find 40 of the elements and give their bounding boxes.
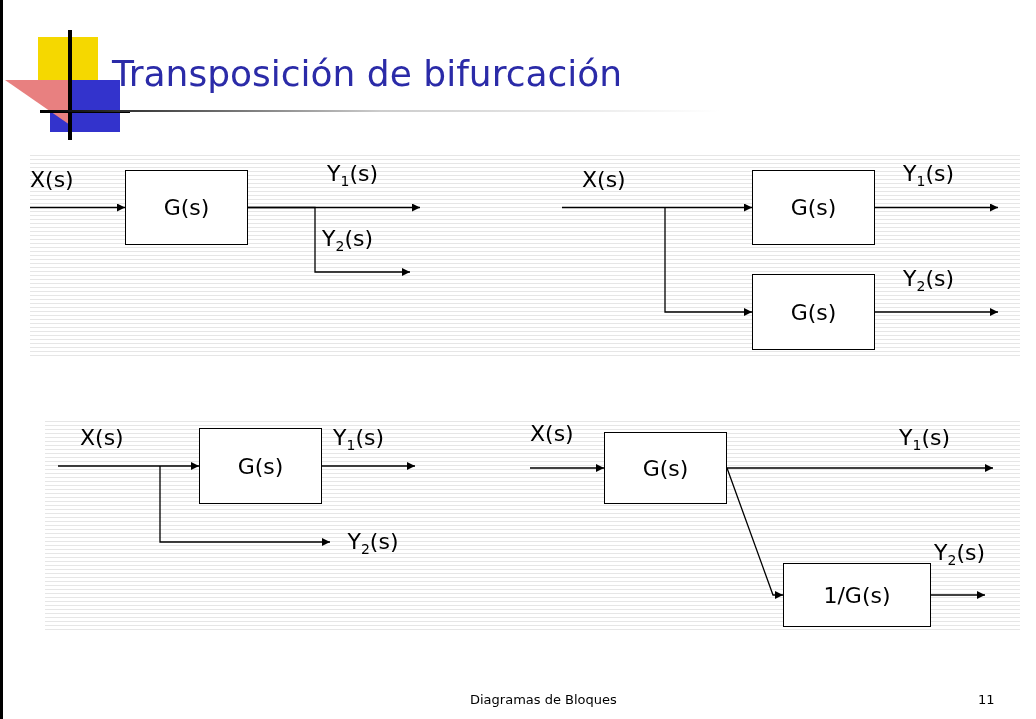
edge-label: Y$_{1}$(s) [333, 425, 384, 455]
edge-label: X(s) [30, 167, 74, 194]
edge-label: Y$_{1}$(s) [899, 425, 950, 455]
arrow [247, 206, 411, 276]
arrow [726, 467, 784, 599]
edge-label: Y$_{1}$(s) [327, 161, 378, 191]
edge-label: Y$_{2}$(s) [934, 540, 985, 570]
block-label: G(s) [790, 299, 837, 325]
page-number: 11 [978, 692, 995, 708]
block-label: G(s) [163, 195, 210, 220]
arrow [930, 591, 986, 599]
arrow [874, 308, 999, 316]
footer-text: Diagramas de Bloques [470, 692, 617, 708]
edge-label: Y$_{2}$(s) [903, 266, 954, 296]
block-label: G(s) [237, 453, 284, 479]
signal-label: Y$_{2}$(s) [330, 524, 416, 560]
arrow [159, 465, 331, 546]
arrow [529, 464, 605, 472]
block-box [125, 170, 248, 245]
slide-title: Transposición de bifurcación [112, 52, 623, 96]
arrow [321, 462, 416, 470]
block-box [752, 274, 875, 350]
arrow [874, 203, 999, 212]
block-box [199, 428, 322, 504]
arrow [57, 462, 200, 470]
edge-label: Y$_{2}$(s) [322, 226, 373, 256]
edge-label: X(s) [582, 167, 626, 194]
arrow [664, 207, 753, 316]
edge-label: X(s) [80, 425, 124, 452]
block-label: 1/G(s) [823, 582, 891, 608]
arrow [726, 464, 994, 472]
block-box [752, 170, 875, 245]
arrow [29, 203, 126, 212]
edge-label: X(s) [530, 421, 574, 448]
edge-label: Y$_{1}$(s) [903, 161, 954, 191]
block-box [783, 563, 931, 627]
block-box [604, 432, 727, 504]
arrow [561, 203, 753, 212]
block-label: G(s) [790, 195, 837, 220]
block-label: G(s) [642, 455, 689, 481]
